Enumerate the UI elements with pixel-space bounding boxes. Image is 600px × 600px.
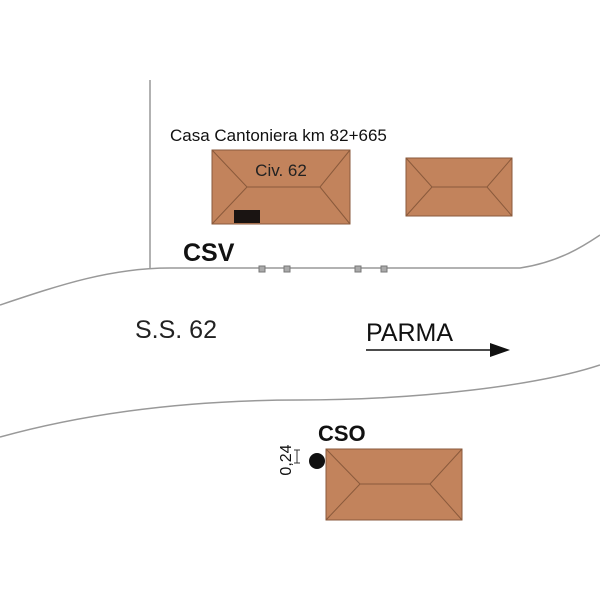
building-south — [325, 448, 463, 521]
manholes — [258, 265, 388, 273]
dimension-label: 0,24 — [278, 444, 295, 475]
title-label: Casa Cantoniera km 82+665 — [170, 126, 387, 145]
cso-point — [309, 453, 325, 469]
building-civ-62 — [211, 149, 351, 225]
road-edge-south — [0, 364, 600, 438]
building-east — [405, 157, 513, 217]
cso-label: CSO — [318, 421, 366, 446]
direction-label: PARMA — [366, 319, 453, 347]
arrow-right-icon — [366, 343, 510, 357]
road-label: S.S. 62 — [135, 316, 217, 344]
csv-label: CSV — [183, 239, 235, 267]
meter-box — [234, 210, 260, 223]
dimension-marker — [294, 449, 300, 464]
building-label: Civ. 62 — [255, 161, 307, 180]
road-edge-north — [0, 234, 600, 306]
